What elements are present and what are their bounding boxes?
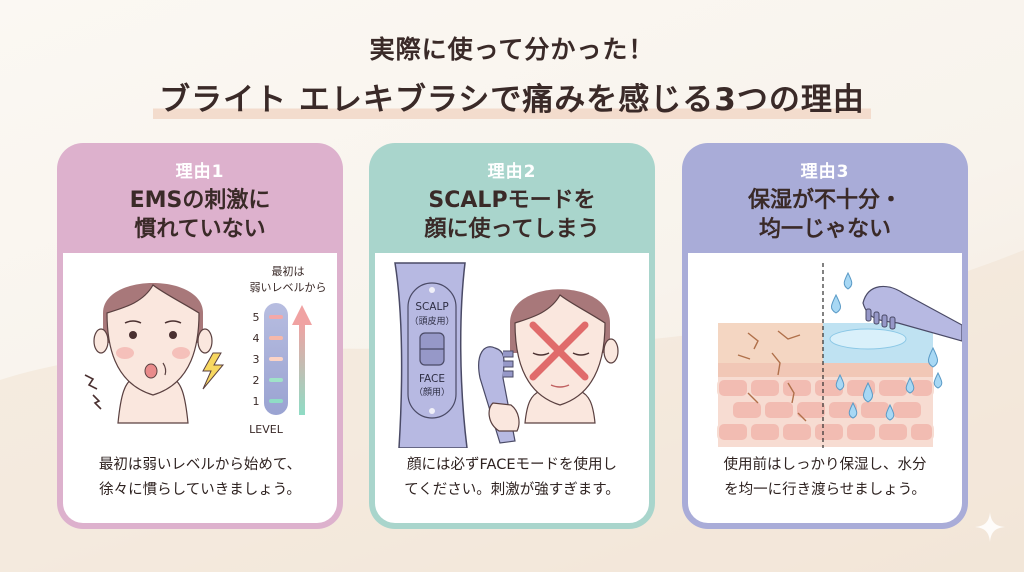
- card-body: 最初は 弱いレベルから 5 4 3 2 1 LEVEL: [63, 253, 337, 523]
- reason-card-1: 理由1 EMSの刺激に 慣れていない: [57, 143, 343, 529]
- heading-line-2: 顔に使ってしまう: [424, 217, 600, 242]
- level-bar-1: [269, 399, 283, 403]
- reason-label: 理由2: [487, 162, 537, 182]
- level-2: 2: [253, 374, 260, 387]
- cross-icon: [529, 321, 589, 381]
- card-heading: SCALPモードを 顔に使ってしまう: [375, 186, 649, 244]
- card-caption: 最初は弱いレベルから始めて、 徐々に慣らしていきましょう。: [63, 453, 337, 503]
- card-caption: 使用前はしっかり保湿し、水分 を均一に行き渡らせましょう。: [688, 453, 962, 503]
- level-meter: 5 4 3 2 1 LEVEL: [249, 303, 288, 436]
- level-bar-2: [269, 378, 283, 382]
- sparkle-icon: [975, 512, 1005, 542]
- page-title: 実際に使って分かった！ ブライト エレキブラシで痛みを感じる3つの理由: [0, 30, 1024, 123]
- caption-line-2: てください。刺激が強すぎます。: [404, 482, 620, 498]
- caption-line-1: 使用前はしっかり保湿し、水分: [723, 457, 927, 473]
- title-line-1: 実際に使って分かった！: [369, 35, 655, 64]
- level-4: 4: [253, 332, 260, 345]
- level-axis-label: LEVEL: [249, 423, 284, 436]
- caption-line-2: 徐々に慣らしていきましょう。: [99, 482, 301, 498]
- level-bar-5: [269, 315, 283, 319]
- heading-line-2: 均一じゃない: [758, 217, 891, 242]
- reason-card-3: 理由3 保湿が不十分・ 均一じゃない: [682, 143, 968, 529]
- skin-cracks: [737, 330, 807, 422]
- lightning-icon: [202, 352, 225, 390]
- brush-icon: [862, 285, 962, 342]
- face-icon: [510, 289, 619, 424]
- level-bar-4: [269, 336, 283, 340]
- switch-face-sub: （顔用）: [414, 386, 450, 398]
- heading-line-2: 慣れていない: [134, 217, 266, 242]
- illustration-ems-shock: 最初は 弱いレベルから 5 4 3 2 1 LEVEL: [84, 264, 327, 436]
- water-drop-icon: [831, 271, 943, 421]
- level-1: 1: [253, 395, 260, 408]
- caption-line-1: 顔には必ずFACEモードを使用し: [407, 457, 617, 473]
- reason-card-2: 理由2 SCALPモードを 顔に使ってしまう SCALP （頭皮用） FACE …: [369, 143, 655, 529]
- card-heading: 保湿が不十分・ 均一じゃない: [688, 186, 962, 244]
- shock-marks-icon: [84, 374, 102, 410]
- illustration-skin-moisture: [717, 263, 962, 448]
- level-3: 3: [253, 353, 260, 366]
- card-body: SCALP （頭皮用） FACE （顔用）: [375, 253, 649, 523]
- heading-line-1: SCALPモードを: [428, 188, 596, 213]
- level-5: 5: [253, 311, 260, 324]
- card-header: 理由2 SCALPモードを 顔に使ってしまう: [375, 143, 649, 253]
- switch-scalp-label: SCALP: [415, 301, 448, 313]
- card-heading: EMSの刺激に 慣れていない: [63, 186, 337, 244]
- reason-label: 理由1: [175, 162, 225, 182]
- card-caption: 顔には必ずFACEモードを使用し てください。刺激が強すぎます。: [375, 453, 649, 503]
- face-icon: [93, 283, 213, 424]
- device-switch-panel: SCALP （頭皮用） FACE （顔用）: [394, 262, 468, 448]
- switch-scalp-sub: （頭皮用）: [409, 315, 454, 327]
- card-header: 理由3 保湿が不十分・ 均一じゃない: [688, 143, 962, 253]
- caption-line-1: 最初は弱いレベルから始めて、: [98, 457, 302, 473]
- level-note-line-2: 弱いレベルから: [250, 281, 327, 294]
- switch-face-label: FACE: [419, 373, 445, 385]
- caption-line-2: を均一に行き渡らせましょう。: [724, 482, 926, 498]
- skin-cross-section: [717, 263, 934, 448]
- illustration-mode-switch: SCALP （頭皮用） FACE （顔用）: [394, 262, 619, 448]
- heading-line-1: EMSの刺激に: [129, 188, 271, 213]
- title-line-2: ブライト エレキブラシで痛みを感じる3つの理由: [153, 74, 871, 123]
- level-note-line-1: 最初は: [272, 264, 305, 278]
- card-body: 使用前はしっかり保湿し、水分 を均一に行き渡らせましょう。: [688, 253, 962, 523]
- level-bar-3: [269, 357, 283, 361]
- heading-line-1: 保湿が不十分・: [747, 188, 902, 213]
- arrow-up-icon: [292, 305, 312, 415]
- card-header: 理由1 EMSの刺激に 慣れていない: [63, 143, 337, 253]
- brush-icon: [478, 346, 520, 444]
- reason-label: 理由3: [800, 162, 850, 182]
